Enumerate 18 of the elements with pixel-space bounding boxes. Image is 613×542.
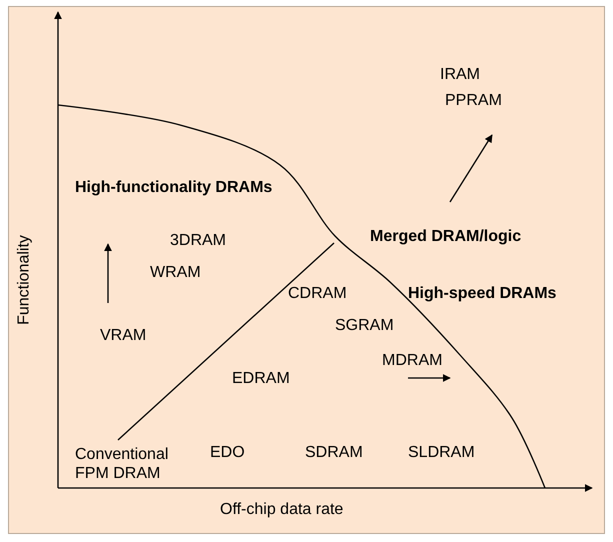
category-label: VRAM: [100, 326, 146, 345]
region-label: High-speed DRAMs: [408, 284, 556, 303]
axis-title: Off-chip data rate: [220, 500, 344, 519]
category-label: 3DRAM: [170, 231, 226, 250]
category-label: SLDRAM: [408, 443, 475, 462]
category-label: EDRAM: [232, 369, 290, 388]
category-label: SDRAM: [305, 443, 363, 462]
category-label: MDRAM: [382, 351, 442, 370]
region-label: High-functionality DRAMs: [75, 178, 272, 197]
category-label: EDO: [210, 443, 245, 462]
region-label: Merged DRAM/logic: [370, 227, 522, 246]
category-label: SGRAM: [335, 316, 394, 335]
category-label: Conventional FPM DRAM: [75, 445, 170, 483]
category-label: IRAM: [440, 65, 480, 84]
category-label: WRAM: [150, 263, 201, 282]
category-label: PPRAM: [445, 91, 502, 110]
category-label: CDRAM: [288, 284, 347, 303]
axis-title: Functionality: [14, 235, 34, 325]
